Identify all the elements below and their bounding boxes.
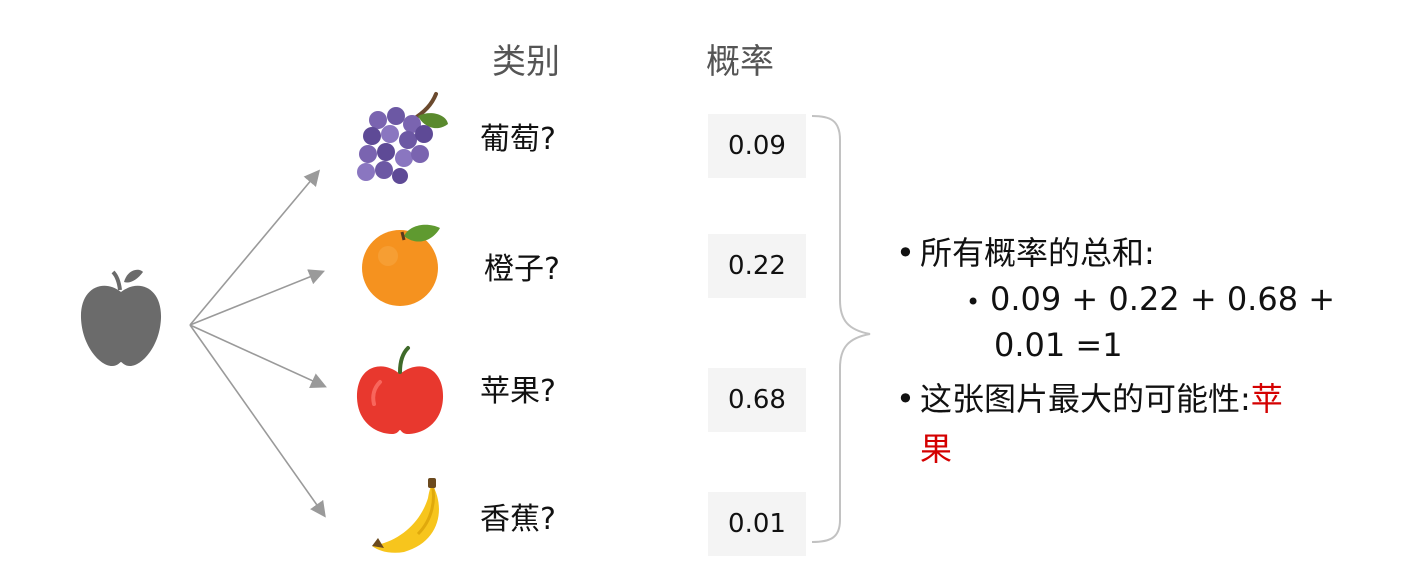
answer-text-part1: 苹 bbox=[1250, 380, 1283, 418]
label-grapes: 葡萄? bbox=[480, 122, 556, 157]
grapes-icon bbox=[357, 92, 448, 184]
arrow-to-banana bbox=[189, 324, 326, 518]
summary-bullet-2: •这张图片最大的可能性:苹 bbox=[896, 374, 1283, 420]
summary-sub-bullet: • 0.09 + 0.22 + 0.68 + bbox=[966, 280, 1335, 318]
summary-bullet-1: •所有概率的总和: bbox=[896, 228, 1155, 274]
bullet-dot: • bbox=[966, 288, 981, 316]
label-banana: 香蕉? bbox=[480, 502, 556, 537]
apple-icon bbox=[356, 346, 444, 434]
category-header: 类别 bbox=[492, 42, 560, 82]
prob-banana: 0.01 bbox=[708, 492, 806, 556]
probability-header: 概率 bbox=[706, 42, 774, 82]
banana-icon bbox=[372, 478, 439, 553]
arrow-to-apple bbox=[189, 324, 327, 388]
arrow-to-grapes bbox=[189, 169, 321, 326]
summary-bullet-2-text: 这张图片最大的可能性: bbox=[920, 380, 1251, 418]
arrow-to-orange bbox=[189, 269, 325, 326]
orange-icon bbox=[362, 224, 440, 306]
summary-sub-bullet-line2: 0.01 =1 bbox=[994, 326, 1123, 364]
arrows bbox=[189, 169, 327, 518]
summary-sub-bullet-line1: 0.09 + 0.22 + 0.68 + bbox=[990, 280, 1336, 318]
prob-apple: 0.68 bbox=[708, 368, 806, 432]
input-apple-icon bbox=[80, 269, 162, 366]
prob-grapes: 0.09 bbox=[708, 114, 806, 178]
bullet-dot: • bbox=[896, 380, 915, 418]
label-apple: 苹果? bbox=[480, 374, 556, 409]
summary-bullet-1-text: 所有概率的总和: bbox=[920, 234, 1155, 272]
curly-brace bbox=[811, 115, 871, 543]
answer-text-part2: 果 bbox=[920, 430, 953, 468]
prob-orange: 0.22 bbox=[708, 234, 806, 298]
bullet-dot: • bbox=[896, 234, 915, 272]
label-orange: 橙子? bbox=[484, 252, 560, 287]
